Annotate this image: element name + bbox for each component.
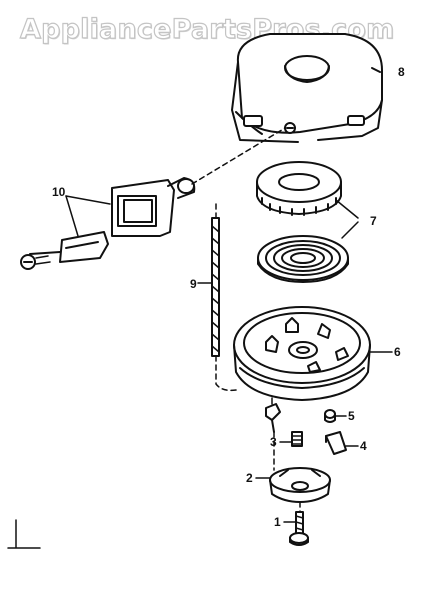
callout-7: 7: [370, 214, 377, 228]
callout-4: 4: [360, 439, 367, 453]
part-1-screw: [283, 511, 309, 546]
part-7-cap: [256, 161, 342, 216]
callout-10: 10: [52, 185, 66, 199]
callout-8: 8: [398, 65, 405, 79]
assembly-lines: [191, 127, 301, 513]
registration-mark: [7, 519, 41, 549]
part-10-bracket: [20, 231, 109, 270]
part-4-pawl: [325, 431, 359, 455]
part-5-nut: [324, 409, 347, 423]
part-3-spring: [279, 431, 303, 447]
callout-6: 6: [394, 345, 401, 359]
callout-5: 5: [348, 409, 355, 423]
part-6-pulley: [233, 306, 393, 401]
part-7-spring: [257, 235, 349, 283]
pawl-pin: [265, 397, 281, 433]
part-10-handle: [111, 177, 196, 237]
part-9-rope: [197, 217, 220, 357]
callout-9: 9: [190, 277, 197, 291]
callout-1: 1: [274, 515, 281, 529]
part-2-retainer: [255, 467, 331, 503]
part-8-housing: [231, 33, 383, 143]
callout-3: 3: [270, 435, 277, 449]
callout-2: 2: [246, 471, 253, 485]
